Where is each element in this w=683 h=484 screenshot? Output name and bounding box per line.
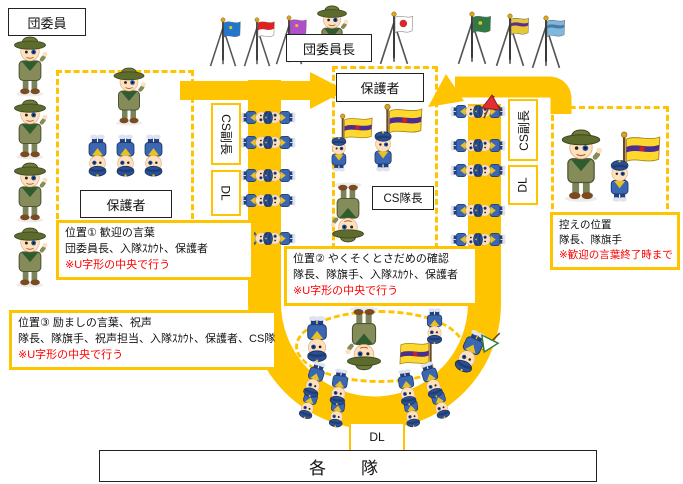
note1-line3: ※U字形の中央で行う bbox=[65, 258, 171, 271]
waiting-line3: ※歓迎の言葉終了時まで bbox=[559, 249, 673, 262]
cs-fukucho-left-text: CS副長 bbox=[218, 113, 233, 155]
cs-fukucho-left-label: CS副長 bbox=[211, 103, 241, 165]
straight-arrow bbox=[180, 72, 346, 109]
dl-right-text: DL bbox=[516, 177, 530, 193]
cub-pair bbox=[240, 130, 298, 156]
kaku-tai-box: 各 隊 bbox=[99, 450, 597, 482]
cub-pair bbox=[240, 105, 298, 131]
flag-bearer-figure bbox=[374, 103, 423, 172]
kaku-tai-text: 各 隊 bbox=[309, 458, 387, 478]
flag-bearer-figure bbox=[610, 131, 661, 203]
note2-line3: ※U字形の中央で行う bbox=[293, 284, 399, 297]
cub-pair bbox=[450, 198, 508, 224]
note3-line3: ※U字形の中央で行う bbox=[18, 348, 124, 361]
cs-taicho-figure bbox=[330, 182, 365, 243]
cs-taicho-text: CS隊長 bbox=[383, 193, 423, 205]
group-flag-blue-icon bbox=[209, 16, 241, 68]
dl-bottom-label: DL bbox=[349, 422, 405, 452]
cs-fukucho-right-text: CS副長 bbox=[516, 109, 531, 151]
hogosha-left-text: 保護者 bbox=[106, 197, 146, 213]
cub-scout-figure bbox=[144, 134, 163, 178]
flag-bearer-figure bbox=[331, 113, 373, 172]
note-position-2: 位置② やくそくとさだめの確認 隊長、隊旗手、入隊ｽｶｳﾄ、保護者 ※U字形の中… bbox=[284, 246, 478, 306]
cub-scout-figure bbox=[116, 134, 135, 178]
note3-line2: 隊長、隊旗手、祝声担当、入隊ｽｶｳﾄ、保護者、CS隊 bbox=[18, 332, 276, 345]
waiting-line1: 控えの位置 bbox=[559, 219, 612, 231]
troop-flag-lightblue-icon bbox=[531, 14, 565, 69]
hogosha-left-label: 保護者 bbox=[80, 190, 172, 218]
den-pennant-white-icon bbox=[481, 332, 501, 354]
cub-scout-figure bbox=[88, 134, 107, 178]
cs-fukucho-right-label: CS副長 bbox=[508, 99, 538, 161]
scout-leader-figure bbox=[113, 67, 147, 126]
note-position-1: 位置① 歓迎の言葉 団委員長、入隊ｽｶｳﾄ、保護者 ※U字形の中央で行う bbox=[56, 220, 254, 280]
dan-iincho-text: 団委員長 bbox=[302, 41, 355, 57]
group-flag-purple-icon bbox=[275, 14, 307, 66]
scout-leader-figure bbox=[561, 129, 603, 203]
taicho-figure bbox=[344, 306, 382, 371]
hogosha-center-text: 保護者 bbox=[360, 81, 400, 96]
group-flag-redwhite-icon bbox=[243, 16, 275, 68]
cub-pair bbox=[450, 158, 508, 184]
scout-leader-figure bbox=[13, 36, 48, 97]
scout-leader-figure bbox=[13, 162, 48, 223]
dl-right-label: DL bbox=[508, 165, 538, 205]
note1-line1: 位置① 歓迎の言葉 bbox=[65, 227, 155, 239]
cub-pair bbox=[240, 188, 298, 214]
den-pennant-red-icon bbox=[481, 94, 501, 119]
cub-pair bbox=[450, 133, 508, 159]
dan-iincho-label: 団委員長 bbox=[286, 34, 372, 62]
japan-flag-icon bbox=[379, 10, 413, 65]
cs-taicho-label: CS隊長 bbox=[372, 186, 434, 210]
note1-line2: 団委員長、入隊ｽｶｳﾄ、保護者 bbox=[65, 242, 208, 255]
waiting-line2: 隊長、隊旗手 bbox=[559, 234, 622, 247]
cub-pair bbox=[240, 163, 298, 189]
note2-line1: 位置② やくそくとさだめの確認 bbox=[293, 253, 449, 265]
troop-flag-green-icon bbox=[457, 10, 491, 65]
note3-line1: 位置③ 励ましの言葉、祝声 bbox=[18, 317, 152, 329]
note-waiting-position: 控えの位置 隊長、隊旗手 ※歓迎の言葉終了時まで bbox=[550, 212, 680, 270]
scout-leader-figure bbox=[13, 99, 48, 160]
dan-iin-label: 団委員 bbox=[8, 8, 86, 36]
flag-bearer-figure bbox=[399, 307, 443, 369]
cub-scout-figure bbox=[307, 316, 327, 363]
bottom-area-dashed-ellipse bbox=[295, 310, 464, 383]
dl-left-label: DL bbox=[211, 170, 241, 216]
curved-arrow-band bbox=[455, 76, 572, 114]
note2-line2: 隊長、隊旗手、入隊ｽｶｳﾄ、保護者 bbox=[293, 268, 458, 281]
note-position-3: 位置③ 励ましの言葉、祝声 隊長、隊旗手、祝声担当、入隊ｽｶｳﾄ、保護者、CS隊… bbox=[9, 310, 277, 370]
dl-bottom-text: DL bbox=[369, 430, 385, 444]
hogosha-center-label: 保護者 bbox=[336, 73, 424, 102]
scout-leader-figure bbox=[13, 227, 48, 288]
dan-iin-text: 団委員 bbox=[27, 15, 67, 31]
troop-flag-yellow-icon bbox=[495, 12, 529, 67]
dl-left-text: DL bbox=[219, 185, 233, 201]
